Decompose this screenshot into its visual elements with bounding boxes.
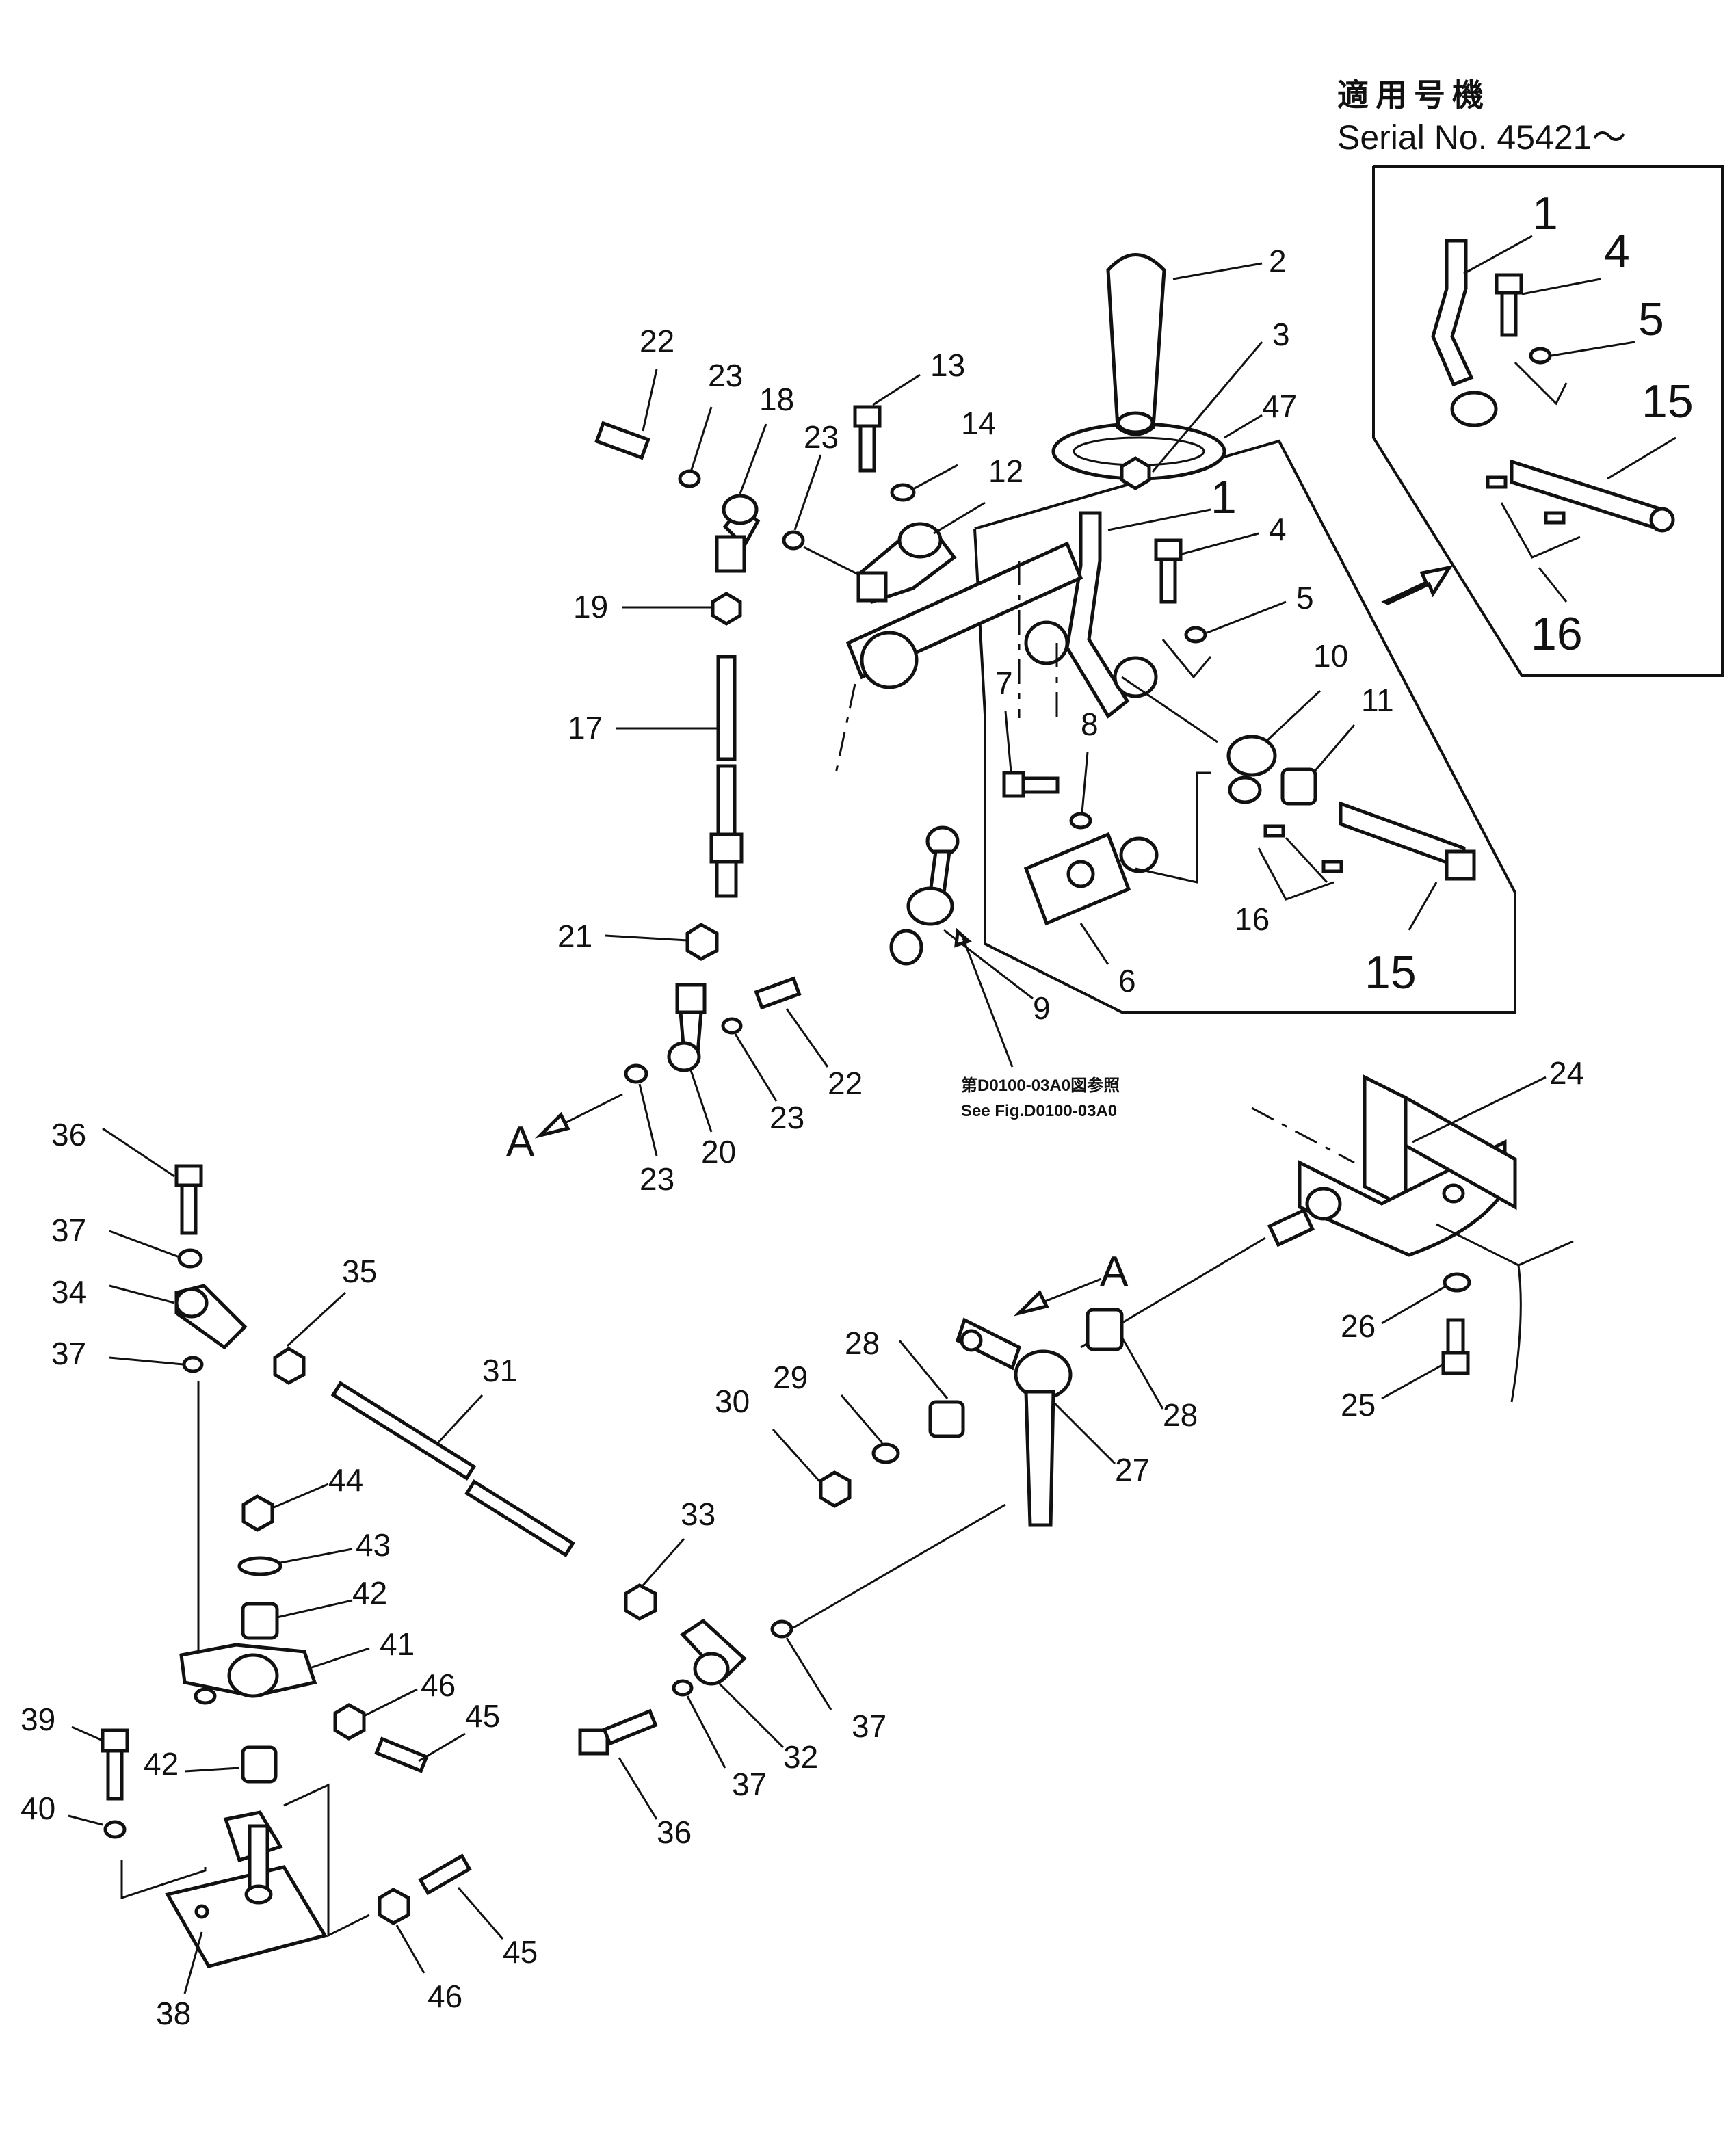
callout-12: 12 — [988, 453, 1023, 489]
view-a-arrow-icon — [1013, 1289, 1049, 1317]
callout-6: 6 — [1118, 963, 1136, 999]
callout-8: 8 — [1081, 706, 1099, 742]
callout-22-lower: 22 — [828, 1066, 863, 1101]
callout-4: 4 — [1269, 512, 1287, 547]
callout-19: 19 — [573, 589, 608, 624]
view-label-a-lower: A — [1100, 1248, 1129, 1295]
view-label-a-upper: A — [506, 1118, 535, 1165]
rod-31 — [273, 1291, 832, 1820]
inset-arrow-icon — [1381, 565, 1454, 605]
callout-23-b: 23 — [804, 419, 839, 455]
callout-22-upper: 22 — [640, 323, 674, 359]
callout-20: 20 — [701, 1134, 736, 1169]
callout-14: 14 — [961, 406, 996, 441]
callout-1: 1 — [1211, 471, 1237, 523]
callout-inset-16: 16 — [1531, 608, 1583, 660]
callout-17: 17 — [568, 710, 603, 745]
callout-2: 2 — [1269, 243, 1287, 279]
callout-11: 11 — [1361, 683, 1394, 718]
callout-34: 34 — [51, 1274, 86, 1310]
callout-46-b: 46 — [428, 1979, 462, 2014]
callout-40: 40 — [21, 1790, 55, 1826]
callout-45-b: 45 — [503, 1934, 538, 1970]
callout-10: 10 — [1313, 638, 1348, 674]
callout-28-a: 28 — [845, 1325, 880, 1361]
callout-39: 39 — [21, 1702, 55, 1737]
callout-15: 15 — [1365, 947, 1417, 999]
serial-heading-japanese: 適用号機 — [1337, 77, 1490, 113]
callout-3: 3 — [1272, 317, 1290, 352]
lever-assembly — [845, 253, 1516, 1014]
callout-7: 7 — [995, 665, 1013, 701]
callout-33: 33 — [681, 1496, 715, 1532]
callout-23-a: 23 — [708, 358, 743, 393]
reference-note-japanese: 第D0100-03A0図参照 — [961, 1076, 1120, 1095]
callout-9: 9 — [1033, 990, 1051, 1026]
clamp-group — [782, 373, 986, 605]
callouts: 1 4 5 15 16 1 2 3 4 5 6 7 8 9 10 11 12 1… — [21, 187, 1694, 2031]
reference-note: See Fig.D0100-03A0 — [961, 1102, 1117, 1120]
callout-23-c: 23 — [770, 1100, 804, 1135]
callout-5: 5 — [1296, 580, 1314, 616]
serial-heading: Serial No. 45421～ — [1337, 118, 1626, 157]
callout-24: 24 — [1549, 1055, 1584, 1091]
callout-41: 41 — [380, 1626, 415, 1662]
callout-18: 18 — [759, 382, 794, 417]
callout-35: 35 — [342, 1254, 377, 1289]
callout-27: 27 — [1115, 1452, 1150, 1488]
callout-37-d: 37 — [852, 1708, 886, 1744]
callout-31: 31 — [482, 1353, 517, 1388]
callout-26: 26 — [1341, 1308, 1376, 1344]
callout-37-a: 37 — [51, 1213, 86, 1248]
callout-46-a: 46 — [421, 1667, 456, 1703]
callout-inset-15: 15 — [1642, 375, 1694, 427]
callout-23-d: 23 — [640, 1161, 674, 1197]
view-a-arrow-icon — [534, 1111, 570, 1139]
callout-32: 32 — [783, 1739, 818, 1775]
callout-43: 43 — [356, 1527, 391, 1563]
callout-47: 47 — [1262, 388, 1297, 424]
callout-42-b: 42 — [144, 1746, 179, 1782]
callout-21: 21 — [557, 918, 592, 954]
bracket-24 — [1251, 1074, 1574, 1403]
callout-36-upper: 36 — [51, 1117, 86, 1152]
callout-inset-1: 1 — [1532, 187, 1558, 239]
callout-inset-5: 5 — [1638, 293, 1664, 345]
rod-end-9 — [889, 825, 1034, 1068]
callout-45-a: 45 — [465, 1698, 500, 1734]
callout-36-lower: 36 — [657, 1814, 692, 1850]
callout-13: 13 — [930, 347, 965, 383]
callout-42-a: 42 — [352, 1575, 387, 1611]
callout-30: 30 — [715, 1384, 750, 1419]
control-rod-17 — [594, 369, 856, 1156]
callout-16: 16 — [1235, 901, 1270, 937]
callout-37-c: 37 — [732, 1767, 767, 1802]
left-stack — [68, 1127, 504, 1994]
callout-29: 29 — [773, 1360, 808, 1395]
callout-38: 38 — [156, 1996, 191, 2031]
callout-25: 25 — [1341, 1387, 1376, 1423]
callout-37-b: 37 — [51, 1336, 86, 1371]
callout-inset-4: 4 — [1604, 225, 1630, 277]
inset-view — [1372, 165, 1724, 677]
callout-44: 44 — [328, 1462, 363, 1498]
callout-28-b: 28 — [1163, 1397, 1198, 1433]
lever-27 — [772, 1237, 1266, 1629]
